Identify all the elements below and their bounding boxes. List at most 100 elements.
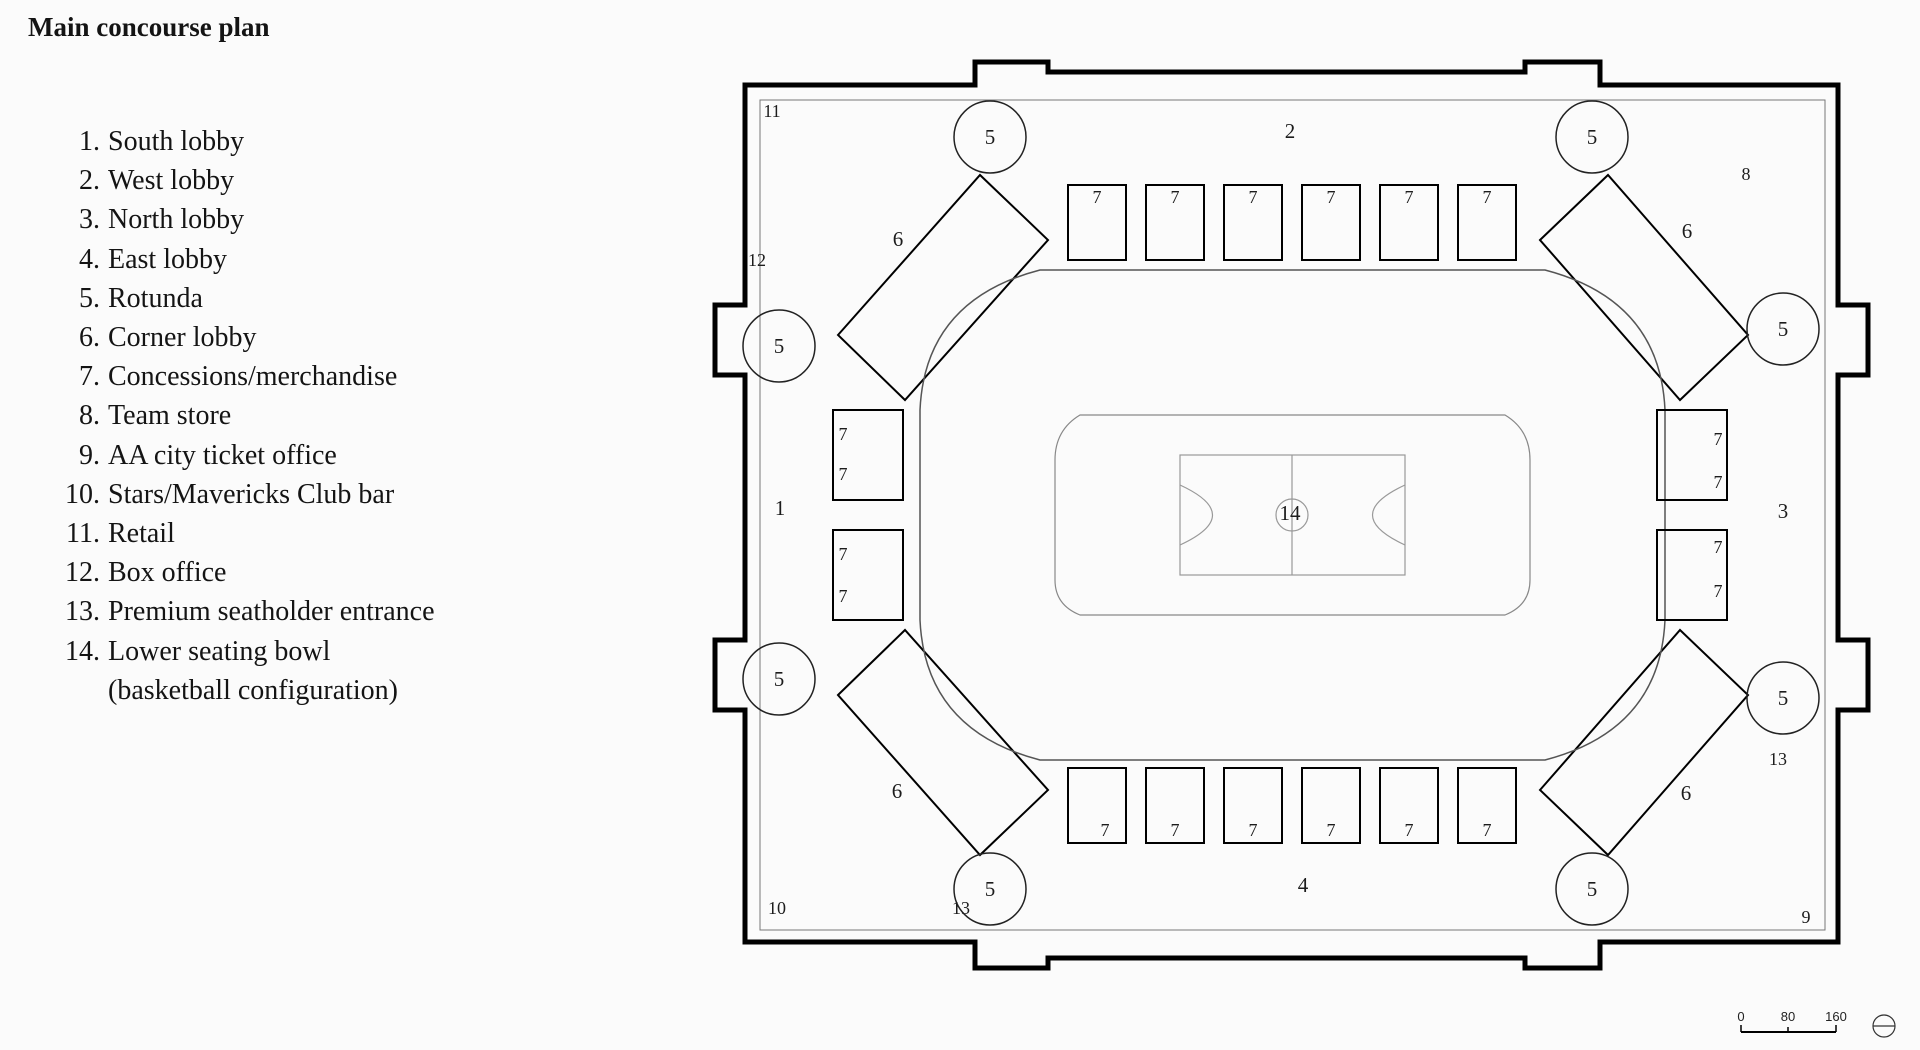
label-concessions: 7 xyxy=(1171,187,1180,207)
plan-labels: 1 2 3 4 14 5 5 5 5 5 5 5 5 6 6 6 6 7 7 7… xyxy=(748,101,1811,927)
seating-bowl-outline xyxy=(919,269,1666,761)
legend-label: West lobby xyxy=(108,165,235,197)
label-premium-entrance: 13 xyxy=(952,898,970,918)
label-club-bar: 10 xyxy=(768,898,786,918)
legend-number: 3. xyxy=(79,204,100,236)
corner-block-sw xyxy=(836,628,1050,857)
label-concessions: 7 xyxy=(839,464,848,484)
label-concessions: 7 xyxy=(1483,187,1492,207)
rotundas xyxy=(742,100,1820,926)
label-rotunda: 5 xyxy=(985,125,996,149)
label-concessions: 7 xyxy=(1093,187,1102,207)
scale-tick-160: 160 xyxy=(1825,1009,1847,1024)
label-concessions: 7 xyxy=(1714,581,1723,601)
label-team-store: 8 xyxy=(1742,164,1751,184)
legend-label: Retail xyxy=(108,518,175,550)
label-corner-lobby: 6 xyxy=(892,779,903,803)
label-concessions: 7 xyxy=(1327,820,1336,840)
scale-bar: 0 80 160 xyxy=(1737,1009,1896,1038)
scale-tick-80: 80 xyxy=(1781,1009,1795,1024)
label-concessions: 7 xyxy=(839,586,848,606)
legend-label: North lobby xyxy=(108,204,245,236)
legend-number: 5. xyxy=(79,282,100,314)
legend-item: 1. South lobby xyxy=(48,122,435,161)
legend-number: 7. xyxy=(79,361,100,393)
legend-label: Concessions/merchandise xyxy=(108,361,398,393)
label-east-lobby: 4 xyxy=(1298,873,1309,897)
legend-number: 13. xyxy=(65,596,100,628)
label-north-lobby: 3 xyxy=(1778,499,1789,523)
legend-label: Stars/Mavericks Club bar xyxy=(108,478,395,510)
legend-item: 13.Premium seatholder entrance xyxy=(48,592,435,631)
interior-wall xyxy=(759,99,1826,931)
label-west-lobby: 2 xyxy=(1285,119,1296,143)
label-concessions: 7 xyxy=(1714,537,1723,557)
legend-number: 8. xyxy=(79,400,100,432)
label-concessions: 7 xyxy=(1483,820,1492,840)
label-concessions: 7 xyxy=(1249,187,1258,207)
legend-item: 6.Corner lobby xyxy=(48,318,435,357)
label-concessions: 7 xyxy=(1249,820,1258,840)
legend-label: Box office xyxy=(108,557,227,589)
label-rotunda: 5 xyxy=(985,877,996,901)
legend-item: 11.Retail xyxy=(48,514,435,553)
legend-item: 7.Concessions/merchandise xyxy=(48,357,435,396)
scale-tick-0: 0 xyxy=(1737,1009,1744,1024)
label-corner-lobby: 6 xyxy=(1681,781,1692,805)
legend-item: 8.Team store xyxy=(48,396,435,435)
page-title: Main concourse plan xyxy=(28,12,270,42)
label-concessions: 7 xyxy=(1101,820,1110,840)
legend-label: Corner lobby xyxy=(108,322,257,354)
corner-block-ne xyxy=(1538,173,1750,402)
label-rotunda: 5 xyxy=(774,667,785,691)
label-rotunda: 5 xyxy=(1778,686,1789,710)
legend-item: 14.Lower seating bowl xyxy=(48,632,435,671)
label-concessions: 7 xyxy=(839,424,848,444)
legend-number: 12. xyxy=(65,557,100,589)
legend-number: 9. xyxy=(79,439,100,471)
legend-item: 4.East lobby xyxy=(48,240,435,279)
label-concessions: 7 xyxy=(1405,820,1414,840)
corner-block-nw xyxy=(836,173,1050,402)
label-rotunda: 5 xyxy=(1778,317,1789,341)
legend-item: 2.West lobby xyxy=(48,161,435,200)
legend-number: 4. xyxy=(79,243,100,275)
legend-number: 11. xyxy=(66,518,100,550)
legend-label: Team store xyxy=(108,400,232,432)
label-rotunda: 5 xyxy=(1587,877,1598,901)
label-concessions: 7 xyxy=(839,544,848,564)
legend-item: 12.Box office xyxy=(48,553,435,592)
legend-number: 14. xyxy=(65,635,100,667)
legend-label: East lobby xyxy=(108,243,227,275)
label-concessions: 7 xyxy=(1714,472,1723,492)
legend-number: 6. xyxy=(79,322,100,354)
legend-number: 2. xyxy=(79,165,100,197)
legend-item: 3.North lobby xyxy=(48,200,435,239)
label-concessions: 7 xyxy=(1327,187,1336,207)
label-seating-bowl: 14 xyxy=(1280,501,1302,525)
label-concessions: 7 xyxy=(1714,429,1723,449)
legend-item: (basketball configuration) xyxy=(48,671,435,710)
legend-number: 1. xyxy=(79,126,100,157)
legend-label: Premium seatholder entrance xyxy=(108,596,435,628)
legend-label: South lobby xyxy=(108,126,245,157)
label-premium-entrance: 13 xyxy=(1769,749,1787,769)
label-concessions: 7 xyxy=(1405,187,1414,207)
legend-label: Rotunda xyxy=(108,282,203,314)
legend-label: (basketball configuration) xyxy=(108,674,399,706)
concession-boxes xyxy=(832,184,1728,844)
legend-label: AA city ticket office xyxy=(108,439,337,471)
label-south-lobby: 1 xyxy=(775,496,786,520)
exterior-wall xyxy=(712,59,1871,971)
label-corner-lobby: 6 xyxy=(893,227,904,251)
legend-item: 10.Stars/Mavericks Club bar xyxy=(48,475,435,514)
label-corner-lobby: 6 xyxy=(1682,219,1693,243)
label-rotunda: 5 xyxy=(1587,125,1598,149)
label-concessions: 7 xyxy=(1171,820,1180,840)
label-rotunda: 5 xyxy=(774,334,785,358)
legend-number: 10. xyxy=(65,478,100,510)
legend-label: Lower seating bowl xyxy=(108,635,331,667)
legend-item: 5.Rotunda xyxy=(48,279,435,318)
